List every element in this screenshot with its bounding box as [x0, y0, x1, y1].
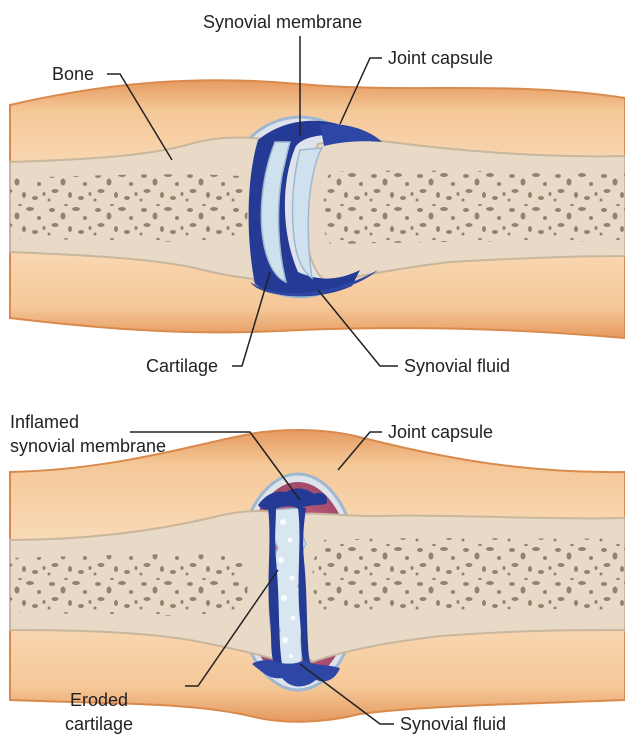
label-eroded-line2: cartilage [65, 714, 133, 735]
label-inflamed-line1: Inflamed [10, 412, 79, 433]
inflamed-left-marrow [10, 554, 248, 615]
label-bone: Bone [52, 64, 94, 85]
inflamed-right-marrow [313, 538, 625, 612]
label-synovial-fluid-bottom: Synovial fluid [400, 714, 506, 735]
label-joint-capsule-bottom: Joint capsule [388, 422, 493, 443]
label-eroded-line1: Eroded [70, 690, 128, 711]
healthy-right-marrow [321, 171, 625, 244]
healthy-joint-illustration [10, 80, 625, 338]
label-joint-capsule-top: Joint capsule [388, 48, 493, 69]
label-cartilage: Cartilage [146, 356, 218, 377]
label-synovial-fluid-top: Synovial fluid [404, 356, 510, 377]
healthy-left-marrow [10, 174, 248, 241]
label-inflamed-line2: synovial membrane [10, 436, 166, 457]
label-synovial-membrane: Synovial membrane [203, 12, 362, 33]
